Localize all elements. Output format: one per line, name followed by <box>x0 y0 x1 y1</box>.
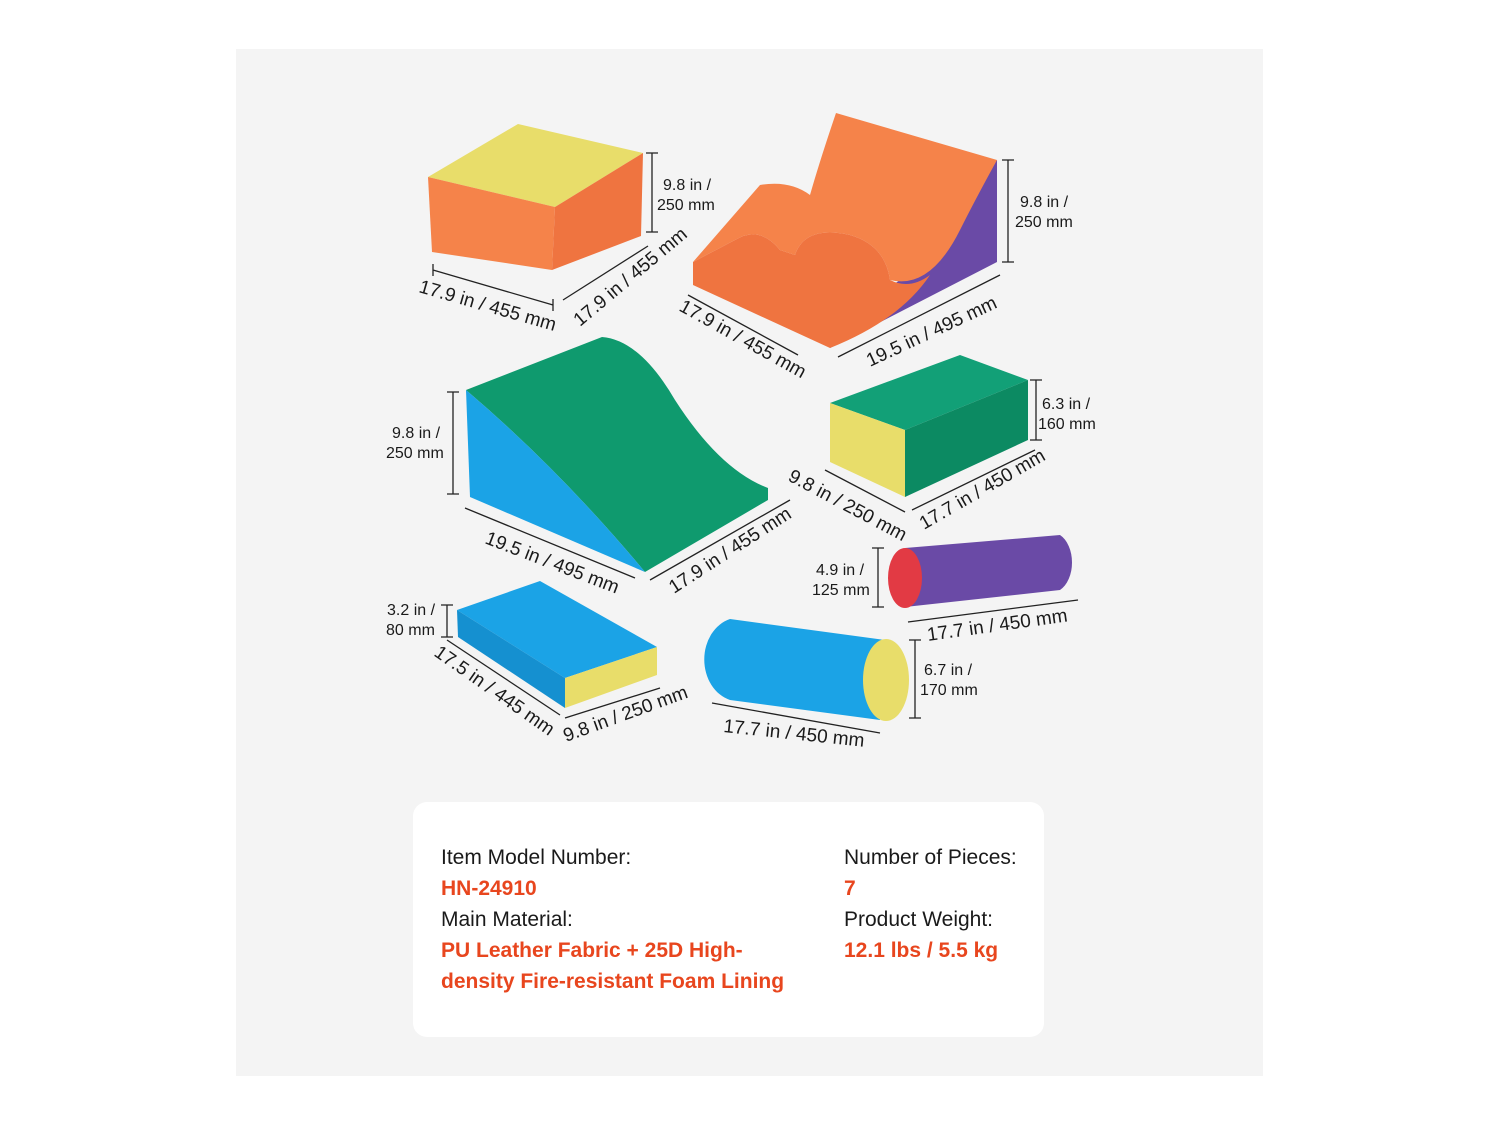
small-cylinder-length-label: 17.7 in / 450 mm <box>926 605 1069 645</box>
weight-value: 12.1 lbs / 5.5 kg <box>844 939 999 962</box>
model-value: HN-24910 <box>441 877 537 900</box>
cube-height-label-1: 9.8 in / <box>663 177 712 194</box>
material-label: Main Material: <box>441 908 573 931</box>
block-height-label-1: 6.3 in / <box>1042 396 1091 413</box>
cube-height-label-2: 250 mm <box>657 197 715 214</box>
ramp-height-label-2: 250 mm <box>386 445 444 462</box>
ramp-piece <box>466 337 768 572</box>
wave-height-label-1: 9.8 in / <box>1020 194 1069 211</box>
wave-height-label-2: 250 mm <box>1015 214 1073 231</box>
wave-piece <box>693 113 997 348</box>
large-cylinder-diameter-label-1: 6.7 in / <box>924 662 973 679</box>
pieces-label: Number of Pieces: <box>844 846 1017 869</box>
cube-piece <box>428 124 643 270</box>
flat-block-piece <box>457 581 657 708</box>
specs-card: Item Model Number: HN-24910 Main Materia… <box>413 802 1044 1037</box>
weight-label: Product Weight: <box>844 908 994 931</box>
flat-block-height-label-1: 3.2 in / <box>387 602 436 619</box>
material-value-line-1: PU Leather Fabric + 25D High- <box>441 939 743 962</box>
model-label: Item Model Number: <box>441 846 632 869</box>
small-cylinder-diameter-label-1: 4.9 in / <box>816 562 865 579</box>
flat-block-height-label-2: 80 mm <box>386 622 435 639</box>
large-cylinder-length-label: 17.7 in / 450 mm <box>722 716 865 752</box>
pieces-value: 7 <box>844 877 856 900</box>
block-height-label-2: 160 mm <box>1038 416 1096 433</box>
green-block-piece <box>830 355 1028 497</box>
dimension-lines <box>432 152 1079 734</box>
ramp-height-label-1: 9.8 in / <box>392 425 441 442</box>
large-cylinder-diameter-label-2: 170 mm <box>920 682 978 699</box>
large-cylinder-piece <box>704 619 909 721</box>
material-value-line-2: density Fire-resistant Foam Lining <box>441 970 785 993</box>
small-cylinder-diameter-label-2: 125 mm <box>812 582 870 599</box>
small-cylinder-piece <box>888 535 1073 608</box>
